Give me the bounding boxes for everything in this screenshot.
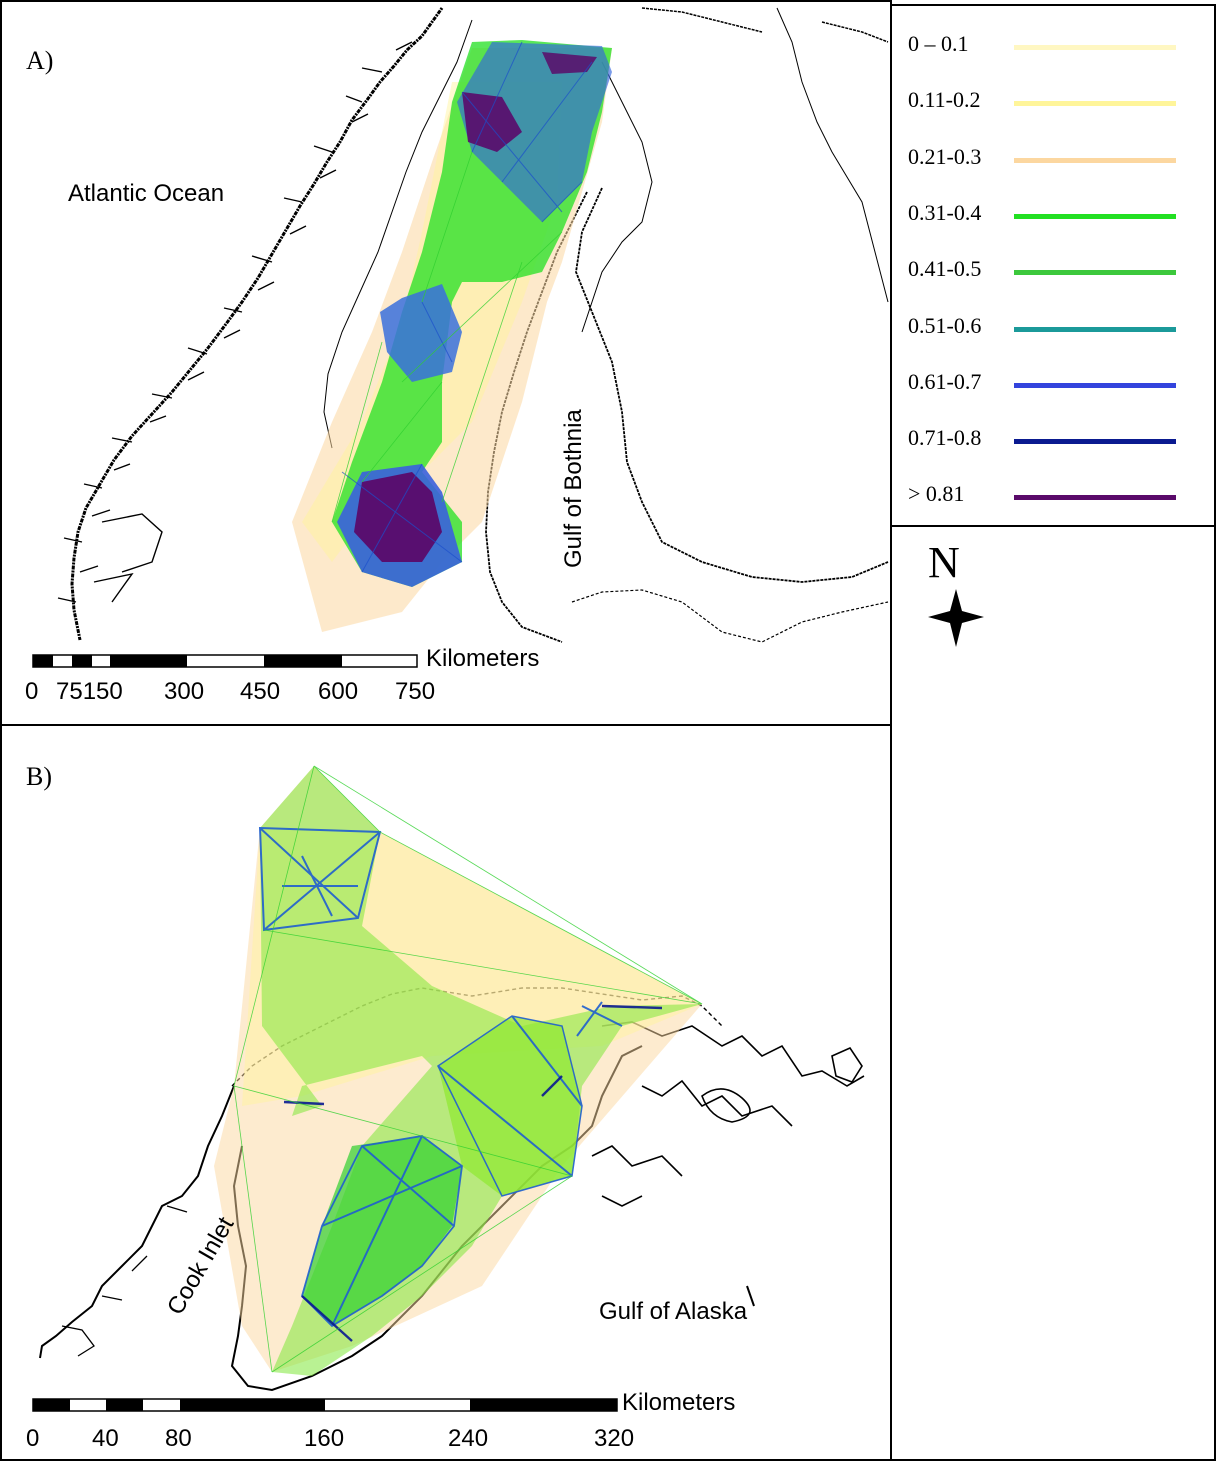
high-connectivity-middle — [380, 284, 462, 382]
norway-coastline — [70, 7, 444, 641]
legend-line-swatch — [1014, 439, 1176, 445]
legend-item-label: 0.21-0.3 — [908, 143, 982, 169]
legend-item: 0.11-0.2 — [892, 83, 1218, 123]
legend-item-label: 0.11-0.2 — [908, 87, 981, 113]
scale-tick-b-0: 0 — [26, 1425, 40, 1452]
panel-a-scandinavia-map: A) Atlantic Ocean Gulf of Bothnia Kilome… — [0, 0, 892, 726]
prince-william-sound-coast — [591, 1021, 865, 1207]
legend-item-label: 0.41-0.5 — [908, 256, 982, 282]
scale-tick-b-3: 160 — [304, 1425, 345, 1452]
legend-line-swatch — [1014, 101, 1176, 107]
scale-tick-b-4: 240 — [448, 1425, 489, 1452]
connectivity-network-b — [214, 765, 703, 1376]
scale-tick-a-4: 600 — [318, 678, 359, 705]
scale-tick-b-2: 80 — [165, 1425, 192, 1452]
north-arrow-icon — [928, 589, 984, 647]
legend-line-swatch — [1014, 213, 1176, 219]
scale-tick-b-5: 320 — [594, 1425, 635, 1452]
legend-line-swatch — [1014, 157, 1176, 163]
legend-line-swatch — [1014, 495, 1176, 501]
panel-b-label: B) — [26, 762, 52, 791]
legend-item: 0 – 0.1 — [892, 27, 1218, 67]
legend-item-label: 0.71-0.8 — [908, 425, 982, 451]
connectivity-legend: 0 – 0.1 0.11-0.2 0.21-0.3 0.31-0.4 0.41-0.5 0… — [890, 4, 1216, 527]
legend-item: > 0.81 — [892, 477, 1218, 517]
legend-item: 0.51-0.6 — [892, 309, 1218, 349]
legend-item: 0.21-0.3 — [892, 140, 1218, 180]
scale-unit-a: Kilometers — [426, 645, 540, 672]
legend-line-swatch — [1014, 270, 1176, 276]
fjord-detail — [57, 41, 413, 603]
legend-item: 0.71-0.8 — [892, 421, 1218, 461]
bothnia-coast-east — [575, 187, 889, 583]
scale-tick-a-5: 750 — [395, 678, 436, 705]
baltic-coast — [571, 589, 889, 643]
cook-inlet-west-coast — [39, 1085, 235, 1359]
russia-coast-north — [641, 7, 889, 43]
atlantic-ocean-label: Atlantic Ocean — [68, 180, 225, 207]
panel-b-alaska-map: B) Cook Inlet Gulf of Alaska Kilometers … — [0, 724, 892, 1461]
legend-item: 0.31-0.4 — [892, 196, 1218, 236]
gulf-of-bothnia-label: Gulf of Bothnia — [560, 409, 587, 568]
legend-line-swatch — [1014, 382, 1176, 388]
legend-item-label: 0 – 0.1 — [908, 31, 969, 56]
very-high-core-south — [354, 472, 442, 562]
panel-a-label: A) — [26, 46, 54, 75]
island-mark — [746, 1285, 755, 1307]
scale-tick-a-0: 0 — [25, 678, 39, 705]
gulf-of-alaska-label: Gulf of Alaska — [599, 1298, 748, 1325]
north-arrow-panel: N — [890, 525, 1216, 1461]
alaska-map-graphic — [39, 765, 865, 1392]
scale-bar-a — [32, 654, 418, 668]
very-high-core-north — [462, 92, 522, 152]
scale-tick-a-2: 300 — [164, 678, 205, 705]
legend-item: 0.41-0.5 — [892, 252, 1218, 292]
legend-line-swatch — [1014, 45, 1176, 50]
scale-tick-b-1: 40 — [92, 1425, 119, 1452]
legend-item-label: > 0.81 — [908, 481, 965, 507]
connectivity-network-a — [292, 40, 612, 632]
russia-border — [776, 7, 889, 303]
north-label: N — [928, 538, 960, 587]
scandinavia-map-graphic — [57, 7, 889, 643]
scale-tick-a-3: 450 — [240, 678, 281, 705]
cook-inlet-detail — [61, 1205, 188, 1357]
legend-item-label: 0.31-0.4 — [908, 199, 982, 225]
finland-border — [581, 61, 653, 333]
scale-unit-b: Kilometers — [622, 1389, 736, 1416]
legend-item-label: 0.61-0.7 — [908, 368, 982, 394]
country-border-west — [323, 19, 473, 449]
scale-bar-b — [32, 1398, 618, 1412]
scale-tick-a-1: 75150 — [56, 678, 123, 705]
legend-item-label: 0.51-0.6 — [908, 312, 982, 338]
legend-item: 0.61-0.7 — [892, 365, 1218, 405]
legend-line-swatch — [1014, 326, 1176, 332]
